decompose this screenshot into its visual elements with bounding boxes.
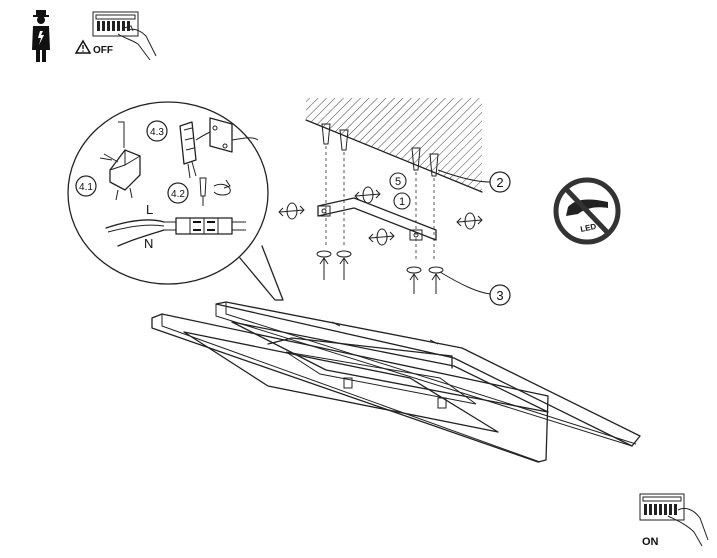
- neutral-wire-label: N: [144, 236, 153, 251]
- electrician-icon: [32, 10, 50, 62]
- callout-1: [393, 192, 411, 210]
- callout-5-label: 5: [395, 176, 401, 188]
- step-4-1-marker: [75, 175, 97, 197]
- no-touch-led-sign: LED: [553, 177, 621, 245]
- screwdriver-icon: [199, 177, 231, 206]
- step-4-2-label: 4.2: [171, 189, 185, 200]
- callout-3-label: 3: [496, 288, 503, 303]
- ceiling-hatch: [306, 98, 482, 192]
- neutral-wire: [117, 229, 165, 247]
- callout-2-label: 2: [496, 175, 503, 190]
- wiring-detail-callout: 4.1 4.3 4.2: [67, 101, 284, 301]
- on-label: ON: [642, 536, 659, 548]
- power-on-instruction: ON: [639, 493, 709, 548]
- ceiling-lamp: [151, 301, 641, 463]
- callout-3: [489, 284, 511, 306]
- step-4-3-marker: [146, 120, 168, 142]
- led-label: LED: [580, 222, 598, 234]
- live-wire: [105, 219, 165, 229]
- warning-triangle-icon: [74, 39, 92, 54]
- mounting-bracket: [317, 197, 437, 241]
- terminal-strip: [164, 217, 246, 235]
- ceiling-mount-section: 5 1 2 3: [278, 98, 511, 306]
- live-wire-label: L: [146, 202, 153, 217]
- bracket-screws: [316, 250, 444, 294]
- wall-plugs: [321, 123, 439, 177]
- circuit-breaker-icon: [92, 11, 157, 61]
- callout-1-label: 1: [399, 196, 405, 208]
- off-label: OFF: [93, 45, 113, 56]
- power-off-instruction: OFF: [32, 10, 157, 62]
- step-4-3-figure: [179, 117, 259, 179]
- rotation-arrows: [278, 186, 483, 246]
- step-4-1-figure: [99, 121, 141, 201]
- step-4-3-label: 4.3: [150, 127, 164, 138]
- step-4-2-marker: [167, 182, 189, 204]
- callout-2: [489, 171, 511, 193]
- circuit-breaker-icon: [639, 493, 709, 547]
- callout-5: [389, 172, 407, 190]
- step-4-1-label: 4.1: [79, 182, 93, 193]
